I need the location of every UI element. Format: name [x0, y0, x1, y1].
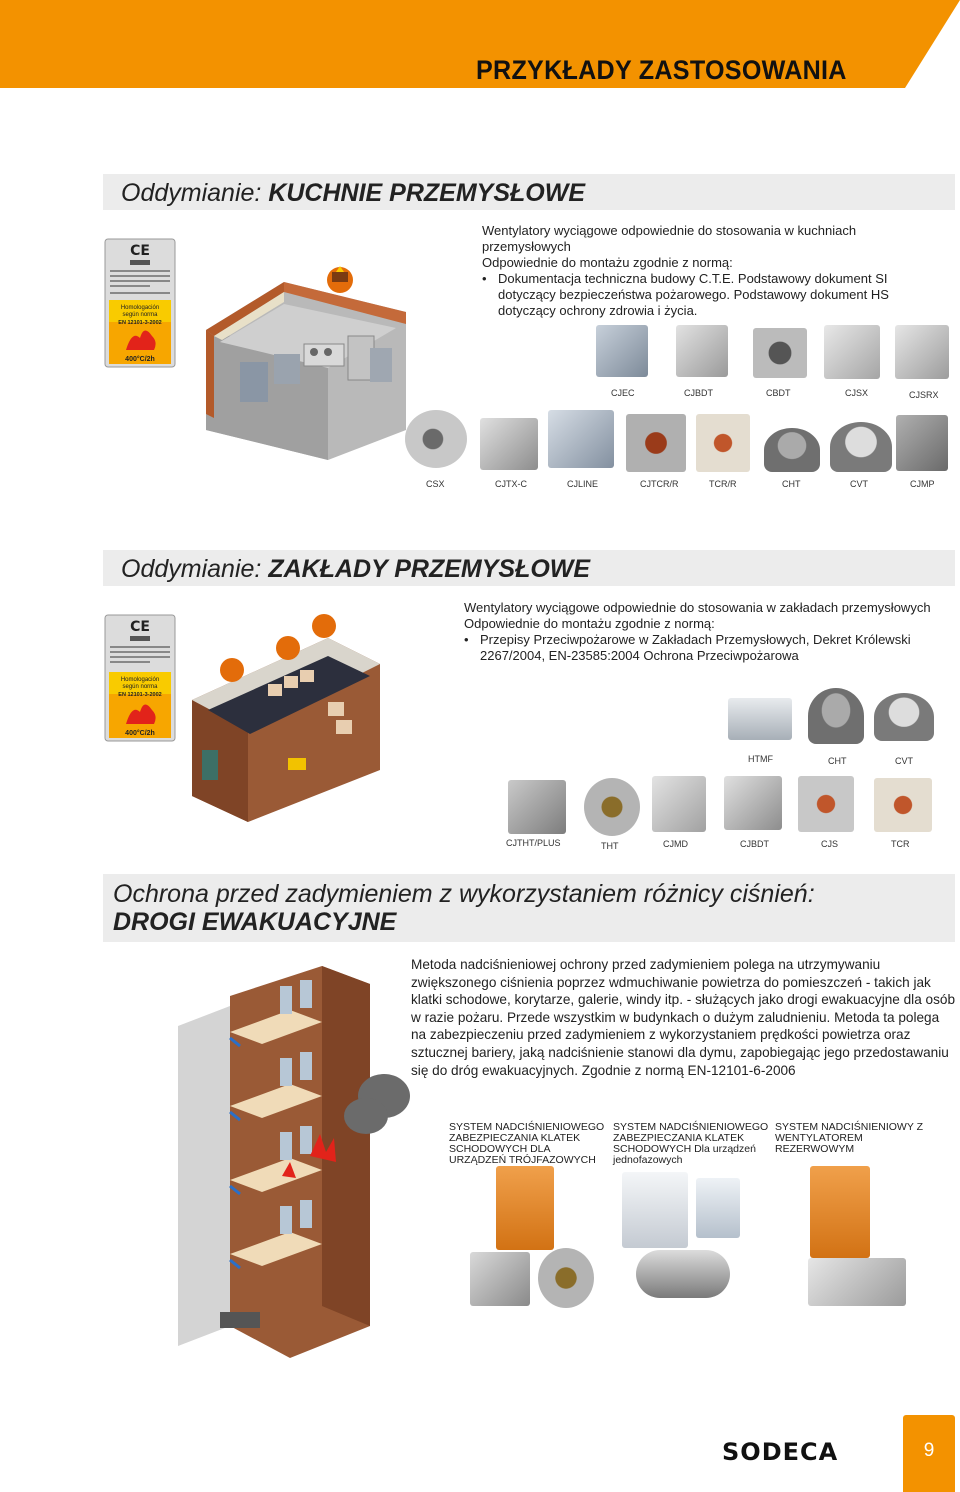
product-label-csx: CSX	[426, 479, 445, 489]
section2-norm: Odpowiednie do montażu zgodnie z normą:	[464, 616, 715, 631]
section3-paragraph: Metoda nadciśnieniowej ochrony przed zad…	[411, 957, 956, 1078]
control-panel-image	[496, 1166, 554, 1250]
product-image-htmf	[728, 698, 792, 740]
page-number-box	[903, 1415, 955, 1492]
product-image-cjbdt	[676, 325, 728, 377]
section-title-evacuation-line2: DROGI EWAKUACYJNE	[113, 908, 397, 936]
cert-line-3: EN 12101-3-2002	[118, 692, 161, 698]
product-image-cjline	[548, 410, 614, 468]
product-label-cjbdt: CJBDT	[740, 839, 769, 849]
product-image-tcr-r	[696, 414, 750, 472]
section-title-main: ZAKŁADY PRZEMYSŁOWE	[268, 555, 591, 583]
product-label-cvt: CVT	[895, 756, 913, 766]
product-image-cjs	[798, 776, 854, 832]
industrial-building-illustration	[188, 610, 384, 822]
cert-line-1: Homologación	[121, 305, 159, 311]
system-label-three-phase: SYSTEM NADCIŚNIENIOWEGO ZABEZPIECZANIA K…	[449, 1121, 605, 1166]
cert-temp: 400°C/2h	[125, 729, 155, 737]
product-image-cht	[808, 688, 864, 744]
product-image-csx	[405, 410, 467, 468]
axial-fan-image	[538, 1248, 594, 1308]
inline-fan-image	[636, 1250, 730, 1298]
product-label-cjsrx: CJSRX	[909, 390, 939, 400]
product-image-cht	[764, 428, 820, 472]
product-label-cjtht-plus: CJTHT/PLUS	[506, 838, 561, 848]
certification-label-icon: CE Homologación según norma EN 12101-3-2…	[104, 614, 176, 742]
section-title-kitchens: Oddymianie: KUCHNIE PRZEMYSŁOWE	[121, 179, 585, 208]
header-band	[0, 0, 960, 88]
page-number: 9	[923, 1440, 935, 1461]
cert-temp: 400°C/2h	[125, 355, 155, 363]
product-image-cjtht-plus	[508, 780, 566, 834]
sodeca-logo: SODECA	[722, 1438, 839, 1466]
section-bar-industrial	[103, 550, 955, 586]
kitchen-building-illustration	[200, 252, 422, 462]
twin-fan-image	[808, 1258, 906, 1306]
section2-bullet: Przepisy Przeciwpożarowe w Zakładach Prz…	[464, 632, 952, 664]
product-label-cjtcr-r: CJTCR/R	[640, 479, 679, 489]
product-label-cjmd: CJMD	[663, 839, 688, 849]
certification-label-icon: CE Homologación según norma EN 12101-3-2…	[104, 238, 176, 368]
product-label-htmf: HTMF	[748, 754, 773, 764]
section1-norm: Odpowiednie do montażu zgodnie z normą:	[482, 255, 733, 270]
product-label-cjec: CJEC	[611, 388, 635, 398]
product-label-cht: CHT	[782, 479, 801, 489]
section2-intro: Wentylatory wyciągowe odpowiednie do sto…	[464, 600, 931, 615]
product-label-cjs: CJS	[821, 839, 839, 849]
product-image-cjtcr-r	[626, 414, 686, 472]
product-image-tcr	[874, 778, 932, 832]
product-image-cvt	[830, 422, 892, 472]
system-label-reserve-fan: SYSTEM NADCIŚNIENIOWY Z WENTYLATOREM REZ…	[775, 1121, 923, 1155]
section-title-main: KUCHNIE PRZEMYSŁOWE	[268, 179, 585, 207]
product-image-tht	[584, 778, 640, 836]
section2-text: Wentylatory wyciągowe odpowiednie do sto…	[464, 600, 952, 664]
cert-line-2: según norma	[122, 312, 158, 318]
product-image-cjtx-c	[480, 418, 538, 470]
control-unit-image	[622, 1172, 688, 1248]
section-title-evacuation-line1: Ochrona przed zadymieniem z wykorzystani…	[113, 880, 815, 908]
product-image-cbdt	[753, 328, 807, 378]
product-label-cjmp: CJMP	[910, 479, 935, 489]
fan-box-image	[470, 1252, 530, 1306]
cert-line-2: según norma	[122, 684, 158, 690]
product-label-cjsx: CJSX	[845, 388, 869, 398]
reserve-control-panel-image	[810, 1166, 870, 1258]
section-title-prefix: Oddymianie:	[121, 555, 262, 583]
product-image-cjsrx	[895, 325, 949, 379]
evacuation-building-illustration	[170, 966, 418, 1358]
product-label-tcr-r: TCR/R	[709, 479, 737, 489]
product-label-cht: CHT	[828, 756, 847, 766]
section1-text: Wentylatory wyciągowe odpowiednie do sto…	[482, 223, 902, 319]
cert-line-1: Homologación	[121, 677, 159, 683]
system-label-single-phase: SYSTEM NADCIŚNIENIOWEGO ZABEZPIECZANIA K…	[613, 1121, 769, 1166]
section-title-prefix: Oddymianie:	[121, 179, 262, 207]
product-label-cjbdt: CJBDT	[684, 388, 713, 398]
svg-text:CE: CE	[130, 243, 150, 259]
product-label-cjline: CJLINE	[567, 479, 599, 489]
product-label-cvt: CVT	[850, 479, 868, 489]
svg-text:CE: CE	[130, 619, 150, 635]
product-label-tht: THT	[601, 841, 619, 851]
product-image-cjec	[596, 325, 648, 377]
product-image-cjsx	[824, 325, 880, 379]
product-image-cvt	[874, 693, 934, 741]
product-image-cjmd	[652, 776, 706, 832]
section-bar-kitchens	[103, 174, 955, 210]
product-label-cbdt: CBDT	[766, 388, 791, 398]
product-label-cjtx-c: CJTX-C	[495, 479, 527, 489]
product-label-tcr: TCR	[891, 839, 910, 849]
section1-intro: Wentylatory wyciągowe odpowiednie do sto…	[482, 223, 857, 254]
controller-image	[696, 1178, 740, 1238]
section-bar-evacuation	[103, 874, 955, 942]
product-image-cjbdt	[724, 776, 782, 830]
section-title-industrial: Oddymianie: ZAKŁADY PRZEMYSŁOWE	[121, 555, 590, 584]
cert-line-3: EN 12101-3-2002	[118, 320, 161, 326]
section1-bullet: Dokumentacja techniczna budowy C.T.E. Po…	[482, 271, 902, 319]
product-image-cjmp	[896, 415, 948, 471]
page-title: PRZYKŁADY ZASTOSOWANIA	[476, 55, 847, 85]
